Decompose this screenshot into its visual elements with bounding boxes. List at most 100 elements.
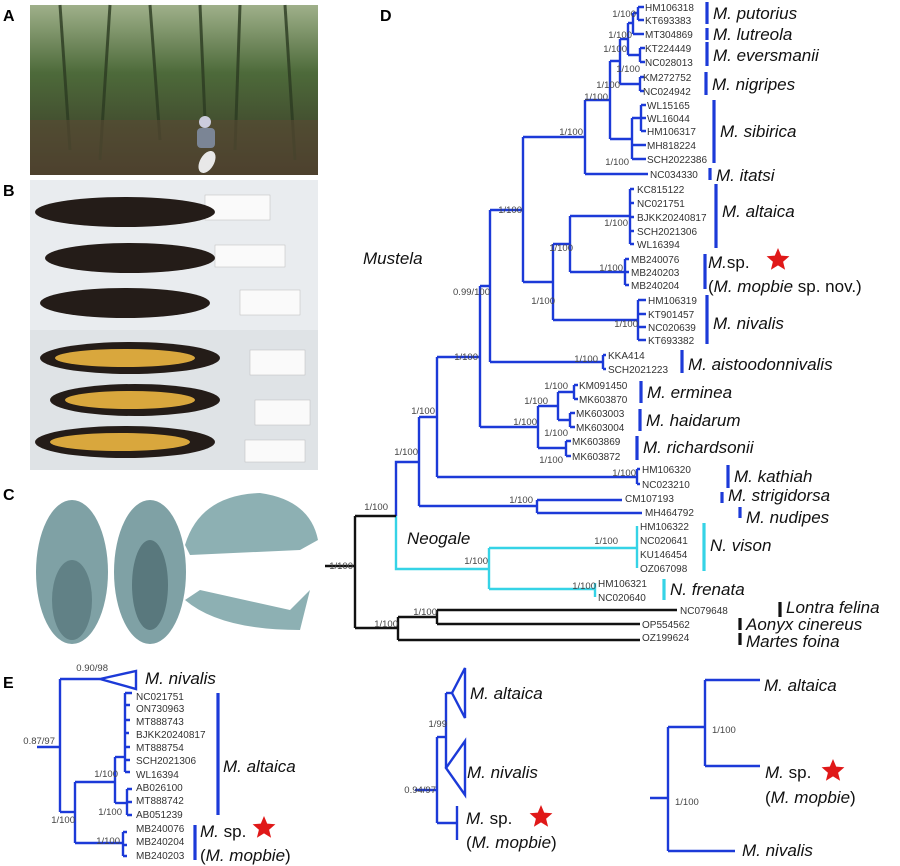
accession-label: HM106317 xyxy=(647,127,696,138)
support-value: 1/100 xyxy=(329,561,353,572)
species-label: M. eversmanii xyxy=(713,46,820,65)
mustela-branch xyxy=(636,5,644,22)
support-value: 1/100 xyxy=(612,468,636,479)
species-label: M. aistoodonnivalis xyxy=(688,355,833,374)
tree-e-branch xyxy=(121,830,127,858)
new-species-name: (M. mopbie sp. nov.) xyxy=(708,277,862,296)
species-label: M. altaica xyxy=(470,684,543,703)
accession-label: ON730963 xyxy=(136,704,185,715)
accession-label: WL16394 xyxy=(637,240,680,251)
mustela-branch xyxy=(628,187,634,246)
support-value: 1/100 xyxy=(549,243,573,254)
mustela-branch xyxy=(623,257,629,287)
new-species-label: M.sp. xyxy=(708,253,750,272)
support-value: 1/100 xyxy=(539,455,563,466)
support-value: 1/100 xyxy=(599,263,623,274)
star-icon xyxy=(821,759,845,781)
support-value: 1/100 xyxy=(712,725,736,736)
support-value: 1/100 xyxy=(584,92,608,103)
accession-label: NC034330 xyxy=(650,170,698,181)
panel-label-c: C xyxy=(3,487,15,504)
support-value: 1/100 xyxy=(524,396,548,407)
support-value: 0.87/97 xyxy=(23,736,55,747)
support-value: 1/100 xyxy=(509,495,533,506)
species-label: M. sibirica xyxy=(720,122,797,141)
accession-label: BJKK20240817 xyxy=(136,730,206,741)
accession-label: MK603869 xyxy=(572,437,621,448)
support-value: 1/100 xyxy=(464,556,488,567)
accession-label: MK603004 xyxy=(576,423,625,434)
accession-label: SCH2022386 xyxy=(647,155,707,166)
species-label: M. richardsonii xyxy=(643,438,755,457)
accession-label: KC815122 xyxy=(637,185,685,196)
accession-label: HM106319 xyxy=(648,296,697,307)
mustela-branch xyxy=(635,467,640,486)
accession-label: MB240203 xyxy=(631,268,680,279)
accession-label: SCH2021306 xyxy=(637,227,697,238)
photo-habitat xyxy=(30,4,318,175)
mustela-branch xyxy=(568,411,575,429)
accession-label: WL16394 xyxy=(136,770,179,781)
accession-label: NC020639 xyxy=(648,323,696,334)
accession-label: NC020641 xyxy=(640,536,688,547)
accession-label: KT693383 xyxy=(645,16,692,27)
support-value: 1/100 xyxy=(498,205,522,216)
species-label: M. lutreola xyxy=(713,25,792,44)
new-species-name: (M. mopbie) xyxy=(466,833,557,852)
accession-label: MT888743 xyxy=(136,717,184,728)
accession-label: MT888742 xyxy=(136,796,184,807)
species-label: Aonyx cinereus xyxy=(745,615,863,634)
accession-label: MB240204 xyxy=(631,281,680,292)
mustela-branch xyxy=(556,390,574,422)
accession-label: AB026100 xyxy=(136,783,183,794)
star-icon xyxy=(766,248,790,270)
support-value: 1/100 xyxy=(51,815,75,826)
person-figure xyxy=(197,116,216,173)
photo-skull xyxy=(36,493,318,644)
accession-label: BJKK20240817 xyxy=(637,213,707,224)
neogale-branch xyxy=(487,546,637,591)
accession-label: KM091450 xyxy=(579,381,628,392)
support-value: 1/100 xyxy=(572,581,596,592)
species-label: M. nivalis xyxy=(713,314,784,333)
support-value: 1/100 xyxy=(605,157,629,168)
support-value: 1/100 xyxy=(574,354,598,365)
phylogenetic-tree-branches xyxy=(37,2,782,860)
species-label: M. altaica xyxy=(764,676,837,695)
accession-label: OZ199624 xyxy=(642,633,690,644)
species-label: M. nivalis xyxy=(742,841,813,860)
support-value: 1/100 xyxy=(94,769,118,780)
accession-label: MT304869 xyxy=(645,30,693,41)
support-value: 0.94/97 xyxy=(404,785,436,796)
new-species-label: M. sp. xyxy=(765,763,811,782)
new-species-name: (M. mopbie) xyxy=(200,846,291,865)
outgroup-branch xyxy=(396,615,640,642)
species-label: M. putorius xyxy=(713,4,798,23)
tree-f-branch xyxy=(444,737,467,799)
mustela-branch xyxy=(394,460,419,516)
new-species-label: M. sp. xyxy=(466,809,512,828)
mustela-branch xyxy=(639,103,646,133)
outgroup-branch xyxy=(435,608,677,626)
accession-label: KU146454 xyxy=(640,550,688,561)
accession-label: SCH2021306 xyxy=(136,756,196,767)
accession-label: NC021751 xyxy=(637,199,685,210)
mustela-branch xyxy=(536,404,566,450)
accession-label: CM107193 xyxy=(625,494,674,505)
accession-label: NC023210 xyxy=(642,480,690,491)
accession-label: MH818224 xyxy=(647,141,696,152)
tree-f-branch xyxy=(450,667,467,719)
accession-label: KT693382 xyxy=(648,336,695,347)
support-value: 1/100 xyxy=(411,406,435,417)
accession-label: NC021751 xyxy=(136,692,184,703)
species-label: Martes foina xyxy=(746,632,840,651)
support-value: 1/100 xyxy=(531,296,555,307)
accession-label: NC079648 xyxy=(680,606,728,617)
accession-label: MB240203 xyxy=(136,851,185,862)
support-value: 1/100 xyxy=(544,428,568,439)
species-label: M. haidarum xyxy=(646,411,740,430)
support-value: 1/99 xyxy=(429,719,448,730)
support-value: 0.90/98 xyxy=(76,663,108,674)
clade-label-mustela: Mustela xyxy=(363,249,423,268)
new-species-label: M. sp. xyxy=(200,822,246,841)
